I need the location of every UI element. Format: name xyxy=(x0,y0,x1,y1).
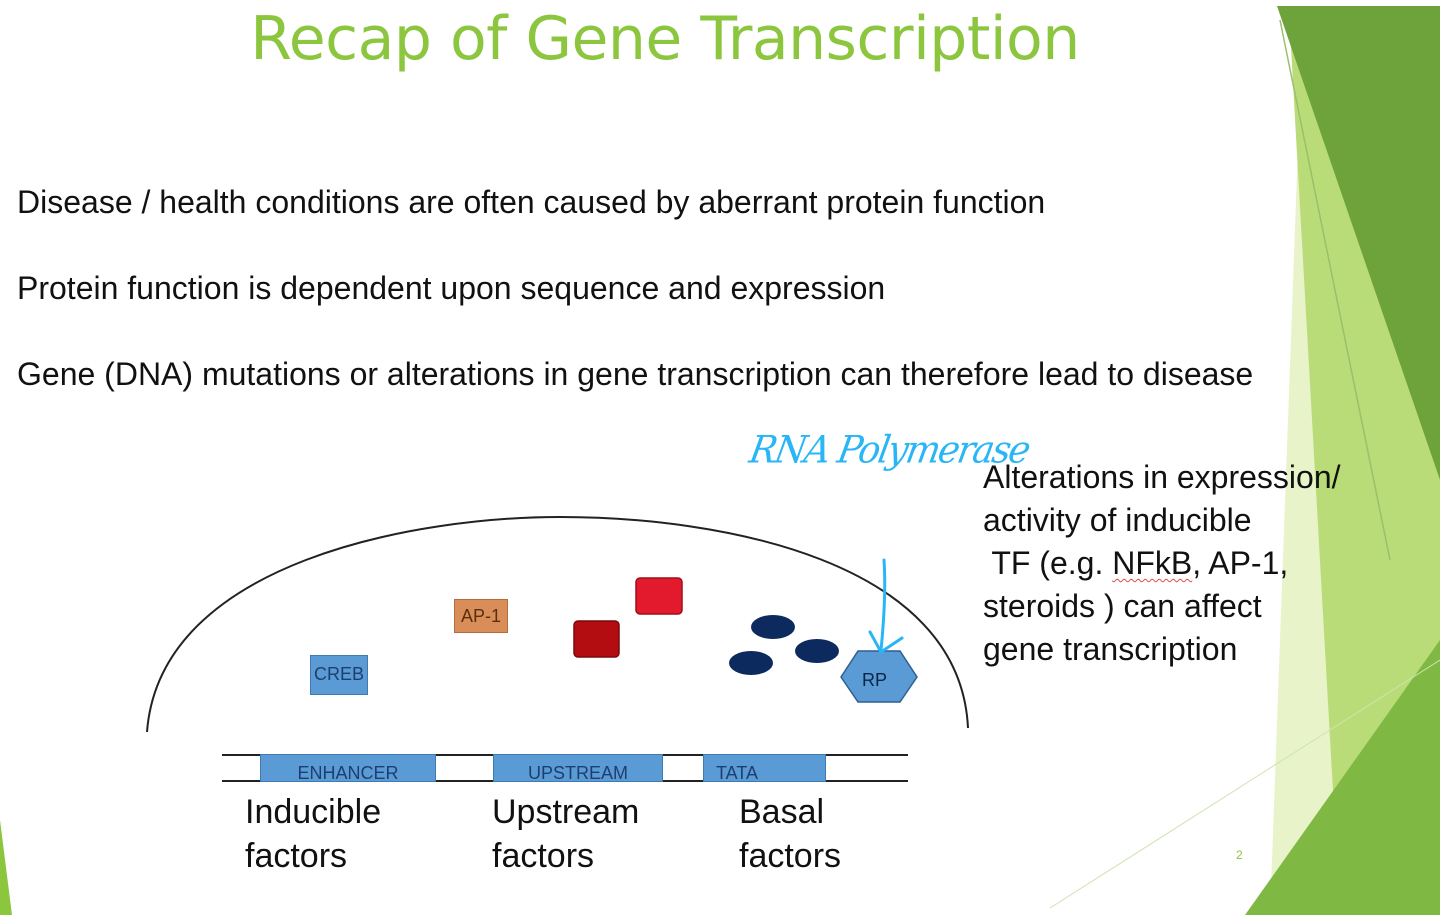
annotation-arrowhead xyxy=(870,632,902,652)
slide-title: Recap of Gene Transcription xyxy=(0,4,1330,74)
nfkb-text: NFkB xyxy=(1112,545,1192,581)
navy-factor xyxy=(795,639,839,663)
bullet-text: Gene (DNA) mutations or alterations in g… xyxy=(17,356,1253,393)
upstream-factors-label: Upstream factors xyxy=(492,790,639,878)
page-number: 2 xyxy=(1236,848,1243,862)
bullet-text: Protein function is dependent upon seque… xyxy=(17,270,885,307)
side-note-text: , AP-1, xyxy=(1192,545,1288,581)
navy-factor xyxy=(751,615,795,639)
side-note-text: TF (e.g. xyxy=(983,545,1112,581)
side-note: Alterations in expression/ activity of i… xyxy=(983,456,1403,671)
side-note-line: TF (e.g. NFkB, AP-1, xyxy=(983,542,1403,585)
factor-label-line: Inducible xyxy=(245,790,381,834)
bullet-text: Disease / health conditions are often ca… xyxy=(17,184,1045,221)
factor-label-line: factors xyxy=(492,834,639,878)
red-factor xyxy=(636,578,682,614)
navy-factor xyxy=(729,651,773,675)
nucleus-arc xyxy=(147,517,968,732)
factor-label-line: factors xyxy=(739,834,841,878)
annotation-arrow xyxy=(881,560,885,650)
ap1-factor: AP-1 xyxy=(454,599,508,633)
factor-label-line: Basal xyxy=(739,790,841,834)
tata-region: TATA xyxy=(703,754,826,782)
enhancer-region: ENHANCER xyxy=(260,754,436,782)
side-note-line: Alterations in expression/ xyxy=(983,456,1403,499)
creb-factor: CREB xyxy=(310,655,368,695)
upstream-region: UPSTREAM xyxy=(493,754,663,782)
theme-left-sliver xyxy=(0,820,12,915)
rp-label: RP xyxy=(862,670,887,690)
basal-factors-label: Basal factors xyxy=(739,790,841,878)
dark-red-factor xyxy=(574,621,619,657)
inducible-factors-label: Inducible factors xyxy=(245,790,381,878)
factor-label-line: factors xyxy=(245,834,381,878)
side-note-line: gene transcription xyxy=(983,628,1403,671)
factor-label-line: Upstream xyxy=(492,790,639,834)
side-note-line: activity of inducible xyxy=(983,499,1403,542)
side-note-line: steroids ) can affect xyxy=(983,585,1403,628)
